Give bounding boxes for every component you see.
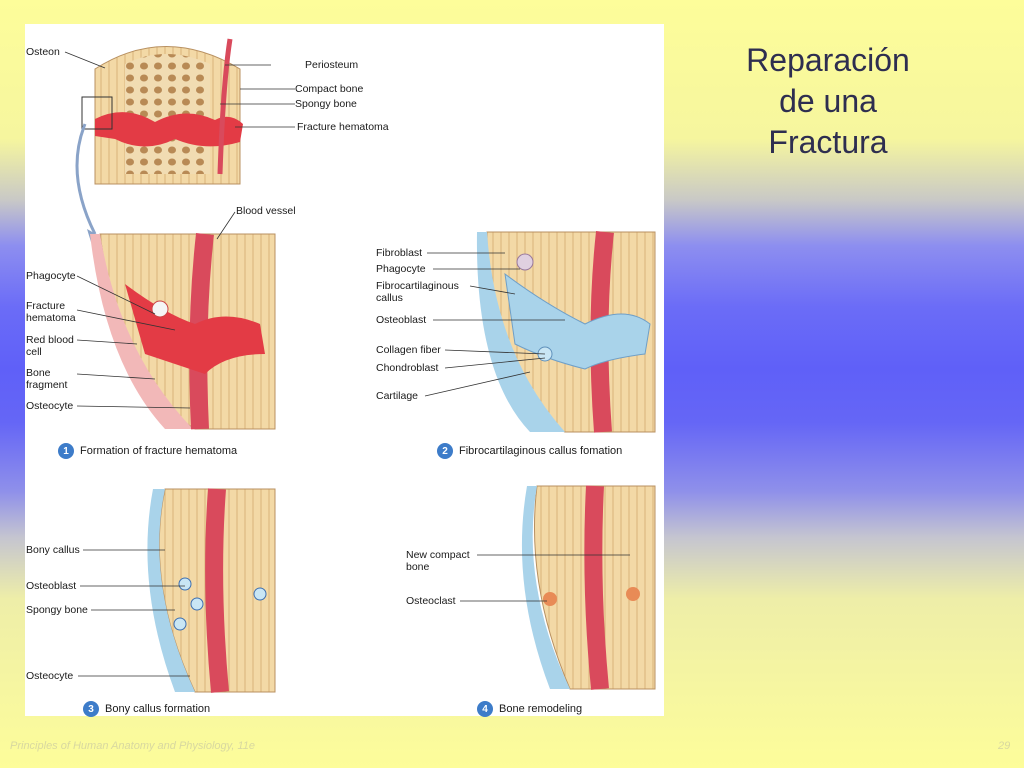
- label-chondroblast: Chondroblast: [376, 362, 439, 374]
- label-collagen-fiber: Collagen fiber: [376, 344, 441, 356]
- label-osteocyte-3: Osteocyte: [26, 670, 74, 682]
- label-fracture-hematoma-1: Fracture hematoma: [26, 300, 76, 324]
- panel-1-leader-lines: [76, 211, 236, 409]
- label-phagocyte-2: Phagocyte: [376, 263, 426, 275]
- step-3-caption: 3 Bony callus formation: [83, 701, 210, 717]
- footer-page-number: 29: [998, 740, 1011, 752]
- label-spongy-bone-3: Spongy bone: [26, 604, 88, 616]
- label-new-compact-bone: New compact bone: [406, 549, 470, 573]
- step-4-number: 4: [477, 701, 493, 717]
- panel-2-illustration: [476, 231, 656, 433]
- label-blood-vessel: Blood vessel: [236, 205, 296, 217]
- slide-title: Reparación de una Fractura: [746, 42, 910, 160]
- label-red-blood-cell: Red blood cell: [26, 334, 74, 358]
- panel-3-illustration: [147, 488, 276, 693]
- label-cartilage: Cartilage: [376, 390, 419, 402]
- panel-4-illustration: [521, 485, 656, 690]
- panel-4-leader-lines: [460, 554, 630, 602]
- panel-2-leader-lines: [424, 252, 565, 397]
- label-phagocyte: Phagocyte: [26, 270, 76, 282]
- label-fibrocartilaginous-callus: Fibrocartilaginous callus: [376, 280, 459, 304]
- fracture-repair-illustration: [64, 38, 656, 693]
- panel-1-illustration: [90, 233, 276, 430]
- label-periosteum: Periosteum: [305, 59, 359, 71]
- bone-cross-section: [75, 38, 243, 242]
- label-osteoblast-2: Osteoblast: [376, 314, 427, 326]
- step-2-label: Fibrocartilaginous callus fomation: [459, 445, 623, 457]
- step-3-number: 3: [83, 701, 99, 717]
- label-osteon: Osteon: [26, 46, 60, 58]
- top-leader-lines: [64, 51, 295, 128]
- label-fracture-hematoma: Fracture hematoma: [297, 121, 389, 133]
- step-4-label: Bone remodeling: [499, 703, 583, 715]
- diagram-panel: Osteon Periosteum Compact bone Spongy bo…: [25, 24, 664, 717]
- step-1-caption: 1 Formation of fracture hematoma: [58, 443, 237, 459]
- step-2-number: 2: [437, 443, 453, 459]
- footer-left: Principles of Human Anatomy and Physiolo…: [10, 740, 255, 752]
- label-osteoblast-3: Osteoblast: [26, 580, 77, 592]
- label-bony-callus: Bony callus: [26, 544, 80, 556]
- label-osteocyte-1: Osteocyte: [26, 400, 74, 412]
- step-1-label: Formation of fracture hematoma: [80, 445, 238, 457]
- label-compact-bone: Compact bone: [295, 83, 364, 95]
- label-fibroblast: Fibroblast: [376, 247, 423, 259]
- step-4-caption: 4 Bone remodeling: [477, 701, 582, 717]
- step-2-caption: 2 Fibrocartilaginous callus fomation: [437, 443, 622, 459]
- label-spongy-bone: Spongy bone: [295, 98, 357, 110]
- step-3-label: Bony callus formation: [105, 703, 211, 715]
- step-1-number: 1: [58, 443, 74, 459]
- label-osteoclast: Osteoclast: [406, 595, 456, 607]
- panel-3-leader-lines: [78, 549, 190, 677]
- label-bone-fragment: Bone fragment: [26, 367, 68, 391]
